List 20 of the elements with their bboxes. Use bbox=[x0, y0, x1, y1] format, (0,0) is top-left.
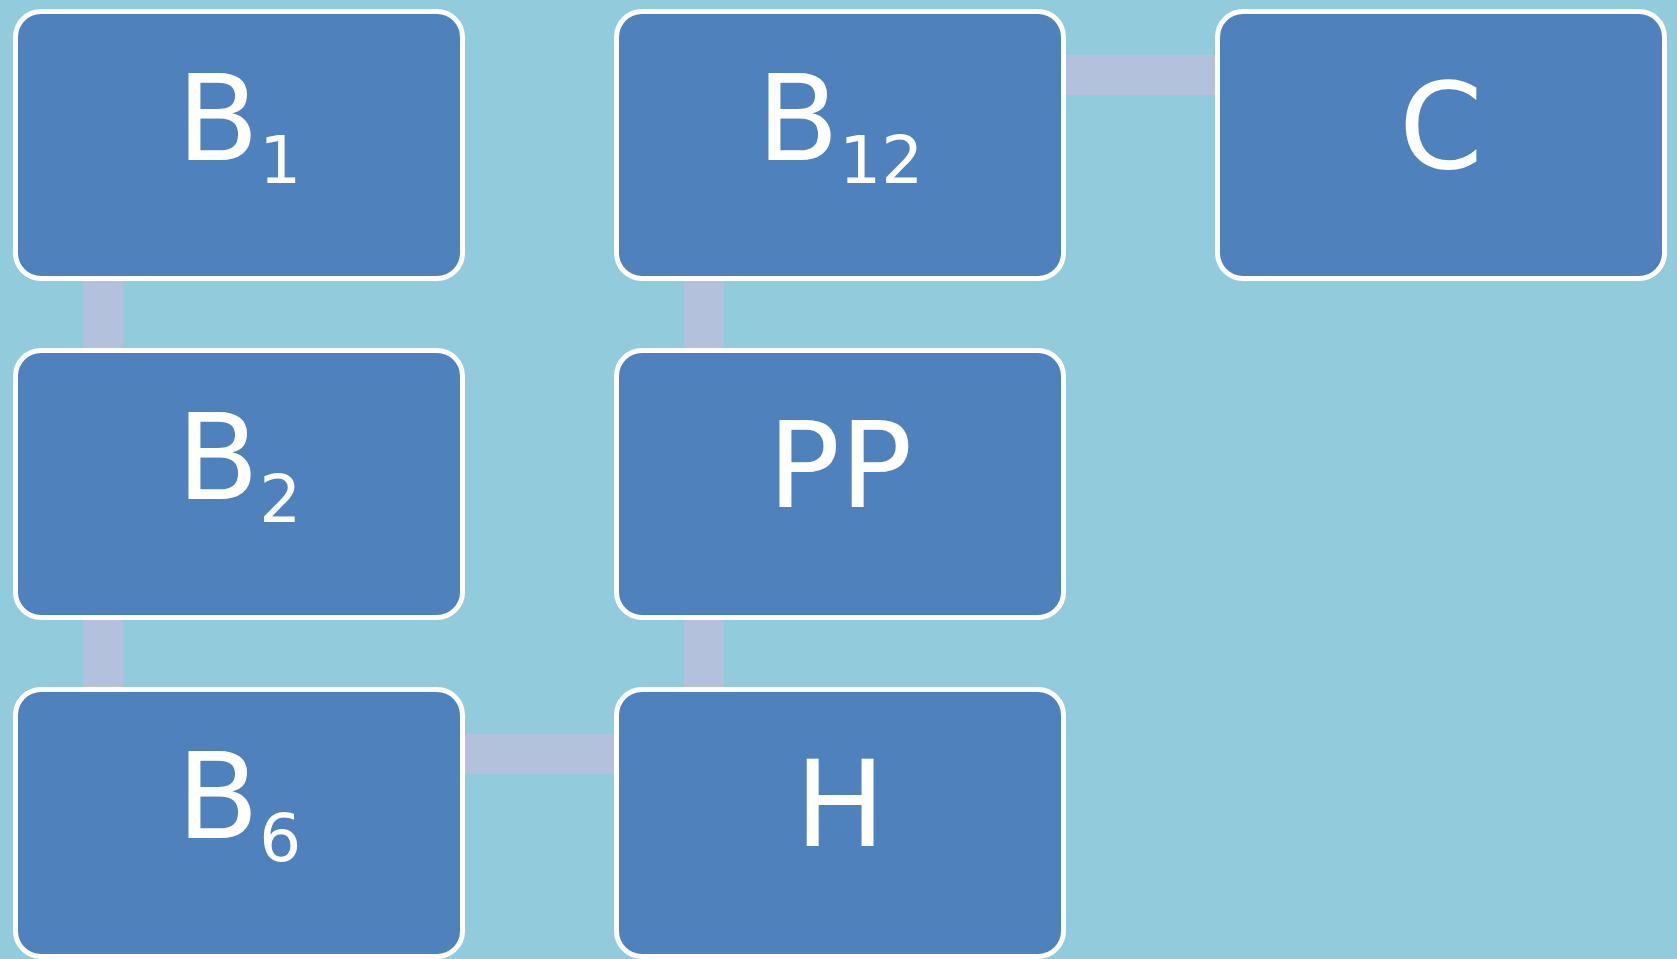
node-label: B$_{6}$ bbox=[176, 737, 302, 873]
connector-line bbox=[1066, 55, 1215, 95]
node-label: PP bbox=[767, 406, 913, 526]
rounded-box bbox=[13, 348, 465, 620]
rounded-box bbox=[614, 687, 1066, 959]
connector-line bbox=[684, 620, 724, 687]
connector-line bbox=[465, 734, 614, 774]
rounded-box bbox=[1215, 9, 1667, 281]
node-label: B$_{12}$ bbox=[756, 59, 924, 195]
connector-line bbox=[83, 620, 123, 687]
rounded-box bbox=[614, 9, 1066, 281]
node-label: B$_{2}$ bbox=[176, 398, 302, 534]
node-label: B$_{1}$ bbox=[176, 59, 302, 195]
node-label: C bbox=[1399, 67, 1483, 187]
node-label: H bbox=[794, 745, 886, 865]
connector-line bbox=[684, 281, 724, 348]
connector-line bbox=[83, 281, 123, 348]
rounded-box bbox=[13, 9, 465, 281]
rounded-box bbox=[614, 348, 1066, 620]
rounded-box bbox=[13, 687, 465, 959]
